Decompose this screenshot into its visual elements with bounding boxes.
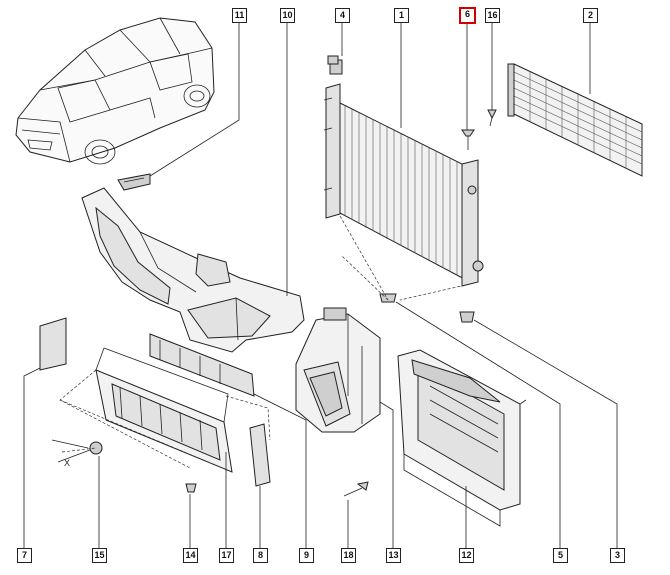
fan-shroud: [295, 307, 381, 433]
callout-7[interactable]: 7: [17, 548, 32, 563]
air-deflector: [149, 333, 255, 397]
callout-10[interactable]: 10: [280, 8, 295, 23]
condenser: [507, 63, 643, 177]
callout-6[interactable]: 6: [459, 7, 476, 24]
assembly-guides: [59, 215, 471, 473]
callout-2[interactable]: 2: [583, 8, 598, 23]
callout-11[interactable]: 11: [232, 8, 247, 23]
callout-1[interactable]: 1: [394, 8, 409, 23]
callout-3[interactable]: 3: [610, 548, 625, 563]
callout-14[interactable]: 14: [183, 548, 198, 563]
leader-lines: [23, 22, 618, 548]
callout-17[interactable]: 17: [219, 548, 234, 563]
lower-deflector: [249, 423, 271, 487]
clip-parts: [51, 439, 369, 497]
radiator: [323, 59, 484, 287]
callout-5[interactable]: 5: [553, 548, 568, 563]
callout-16[interactable]: 16: [485, 8, 500, 23]
fastener-parts: [327, 55, 497, 323]
callout-8[interactable]: 8: [253, 548, 268, 563]
vehicle-illustration: [15, 17, 215, 165]
callout-18[interactable]: 18: [341, 548, 356, 563]
side-plate: [39, 317, 67, 371]
x-mark-label: X: [64, 458, 70, 468]
callout-9[interactable]: 9: [299, 548, 314, 563]
front-end-panel: [397, 349, 527, 527]
callout-15[interactable]: 15: [92, 548, 107, 563]
bracket-part: [117, 173, 151, 191]
callout-4[interactable]: 4: [335, 8, 350, 23]
front-grille-frame: [95, 347, 233, 473]
callout-12[interactable]: 12: [459, 548, 474, 563]
air-duct: [81, 187, 305, 353]
callout-13[interactable]: 13: [386, 548, 401, 563]
